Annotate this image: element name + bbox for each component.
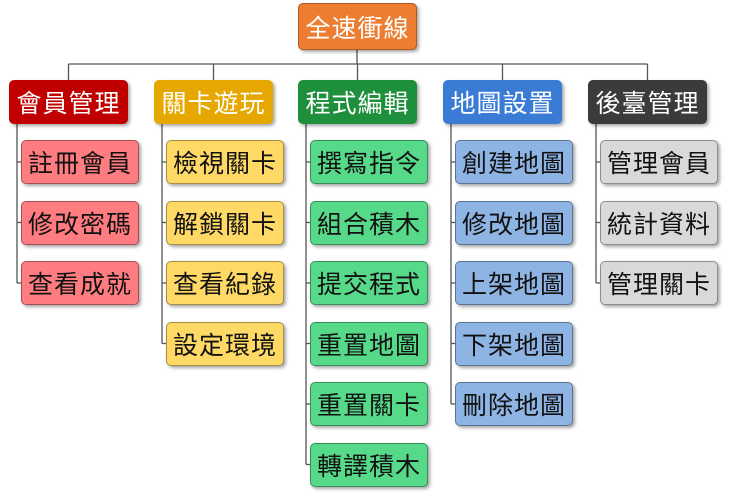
item-unlock-levels: 解鎖關卡	[166, 200, 284, 245]
item-delete-map: 刪除地圖	[455, 382, 573, 426]
item-view-levels: 檢視關卡	[166, 140, 284, 184]
item-translate-blocks: 轉譯積木	[310, 442, 428, 487]
item-edit-map: 修改地圖	[455, 200, 573, 245]
item-view-achievements: 查看成就	[21, 261, 139, 305]
item-create-map: 創建地圖	[455, 140, 573, 184]
category-program-editing: 程式編輯	[298, 80, 417, 124]
item-reset-map: 重置地圖	[310, 321, 428, 366]
item-statistics: 統計資料	[600, 200, 718, 245]
item-unpublish-map: 下架地圖	[455, 321, 573, 366]
category-level-play: 關卡遊玩	[154, 80, 273, 124]
item-combine-blocks: 組合積木	[310, 200, 428, 245]
item-publish-map: 上架地圖	[455, 261, 573, 305]
item-manage-members: 管理會員	[600, 140, 718, 184]
root-node: 全速衝線	[298, 3, 417, 50]
category-map-setup: 地圖設置	[443, 80, 562, 124]
item-view-records: 查看紀錄	[166, 261, 284, 305]
item-reset-level: 重置關卡	[310, 382, 428, 426]
item-manage-levels: 管理關卡	[600, 261, 718, 305]
category-backend-management: 後臺管理	[588, 80, 707, 124]
item-write-commands: 撰寫指令	[310, 140, 428, 184]
category-member-management: 會員管理	[9, 80, 128, 124]
item-register-member: 註冊會員	[21, 140, 139, 184]
item-settings: 設定環境	[166, 321, 284, 366]
item-change-password: 修改密碼	[21, 200, 139, 245]
item-submit-program: 提交程式	[310, 261, 428, 305]
